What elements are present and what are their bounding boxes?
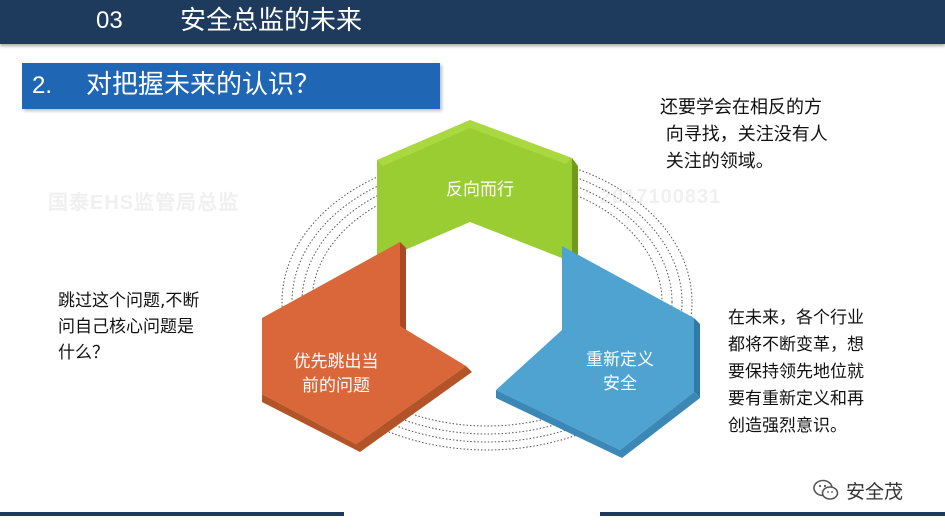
note-top-right: 还要学会在相反的方 向寻找，关注没有人 关注的领域。 xyxy=(660,97,828,172)
subheader-number: 2. xyxy=(32,72,53,99)
wechat-icon xyxy=(813,479,839,500)
blue-block-label: 重新定义 安全 xyxy=(586,350,654,394)
watermark-left: 国泰EHS监管局总监 xyxy=(48,192,240,214)
watermark-right: 2017100831 xyxy=(600,186,722,208)
note-right: 在未来，各个行业 都将不断变革，想 要保持领先地位就 要有重新定义和再 创造强烈… xyxy=(728,308,864,436)
header-bar: 03 安全总监的未来 xyxy=(0,0,945,44)
subheader-bar: 2. 对把握未来的认识？ xyxy=(22,63,440,109)
footer-bar-left xyxy=(0,512,344,516)
section-number: 03 xyxy=(96,7,123,34)
subheader-title: 对把握未来的认识？ xyxy=(86,70,321,100)
brand: 安全茂 xyxy=(812,476,903,504)
footer-bar-right xyxy=(600,512,945,516)
brand-name: 安全茂 xyxy=(846,480,904,503)
green-block xyxy=(377,120,578,270)
blue-block xyxy=(496,246,700,458)
orange-block xyxy=(262,242,472,452)
section-title: 安全总监的未来 xyxy=(180,6,363,36)
orange-block-label: 优先跳出当 前的问题 xyxy=(293,352,379,396)
green-block-label: 反向而行 xyxy=(446,180,514,200)
note-left: 跳过这个问题,不断 问自己核心问题是 什么？ xyxy=(58,291,200,363)
